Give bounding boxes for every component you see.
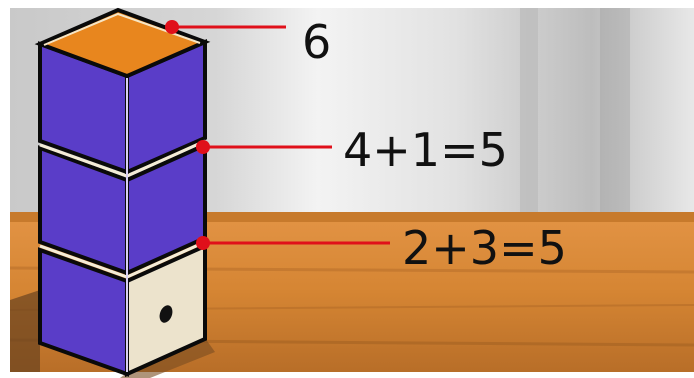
annotation-bottom-label: 2+3=5 — [402, 221, 567, 275]
annotation-middle-label: 4+1=5 — [343, 123, 508, 177]
table-edge — [10, 212, 694, 222]
wall-stripe — [520, 8, 538, 220]
annotation-middle: 4+1=5 — [196, 123, 508, 177]
pointer-dot — [165, 20, 179, 34]
pointer-dot — [196, 140, 210, 154]
middle-cube — [38, 141, 207, 277]
annotation-top: 6 — [165, 15, 331, 69]
pointer-dot — [196, 236, 210, 250]
top-cube-top-face — [34, 7, 211, 79]
die-pip — [159, 305, 173, 323]
top-cube — [34, 7, 211, 176]
wall-stripe — [600, 8, 630, 220]
annotation-bottom: 2+3=5 — [196, 221, 567, 275]
tower-shadow — [10, 290, 40, 372]
annotation-top-label: 6 — [302, 15, 331, 69]
bottom-cube — [38, 242, 207, 378]
